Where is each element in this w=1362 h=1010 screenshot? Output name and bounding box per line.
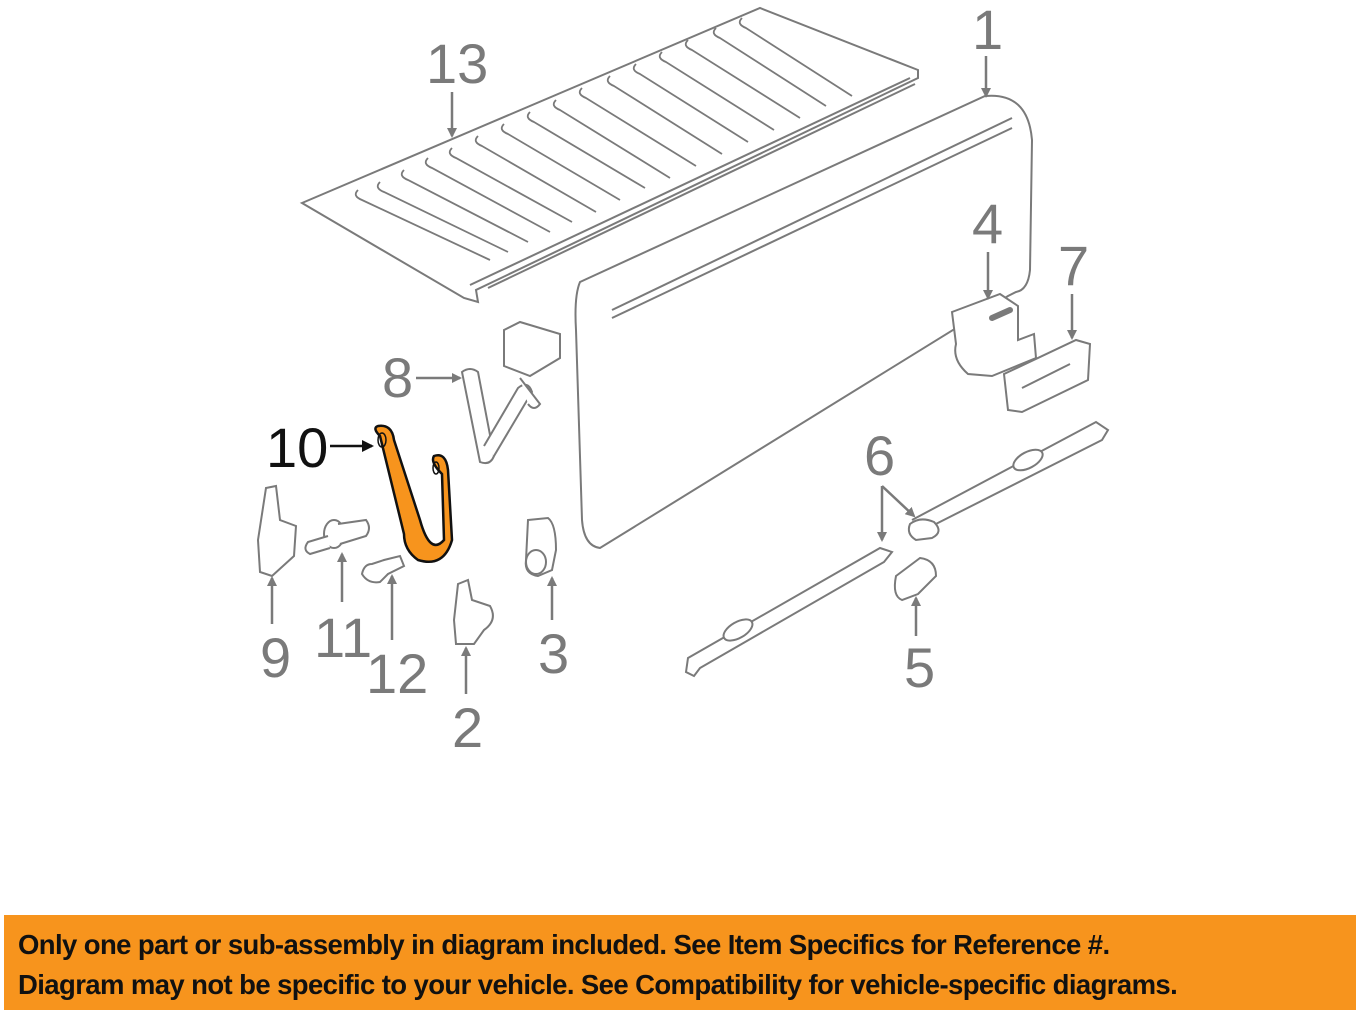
callout-arrows [267, 56, 1077, 694]
part-9-bracket [256, 484, 298, 578]
callout-8: 8 [382, 346, 414, 409]
callout-7: 7 [1058, 234, 1090, 297]
part-8-linkage [460, 320, 561, 465]
part-2-bracket [452, 578, 494, 645]
part-5-cap [893, 556, 938, 602]
disclaimer-banner: Only one part or sub-assembly in diagram… [4, 915, 1356, 1010]
callout-4: 4 [972, 192, 1004, 255]
part-4-latch [950, 292, 1038, 378]
disclaimer-line-1: Only one part or sub-assembly in diagram… [18, 929, 1110, 960]
callout-6: 6 [864, 424, 896, 487]
part-1-tailgate [574, 94, 1034, 550]
part-3-bracket [524, 516, 558, 578]
callout-13: 13 [426, 32, 489, 95]
part-7-bezel [1002, 338, 1092, 414]
parts-diagram: 13 1 4 7 8 10 6 5 9 11 12 2 3 [256, 0, 1110, 759]
part-10-strap [374, 424, 454, 563]
part-12-bolt [360, 554, 406, 584]
disclaimer-line-2: Diagram may not be specific to your vehi… [18, 969, 1178, 1000]
callout-5: 5 [904, 636, 936, 699]
callout-1: 1 [972, 0, 1004, 61]
part-13-liner [299, 6, 919, 304]
callout-10: 10 [266, 416, 329, 479]
callout-3: 3 [538, 622, 570, 685]
callout-2: 2 [452, 696, 484, 759]
part-11-pin [304, 518, 370, 556]
diagram-artwork [256, 6, 1110, 694]
callout-12: 12 [366, 642, 429, 705]
callout-11: 11 [314, 606, 373, 669]
callout-9: 9 [260, 626, 292, 689]
part-6-rods [684, 420, 1110, 678]
